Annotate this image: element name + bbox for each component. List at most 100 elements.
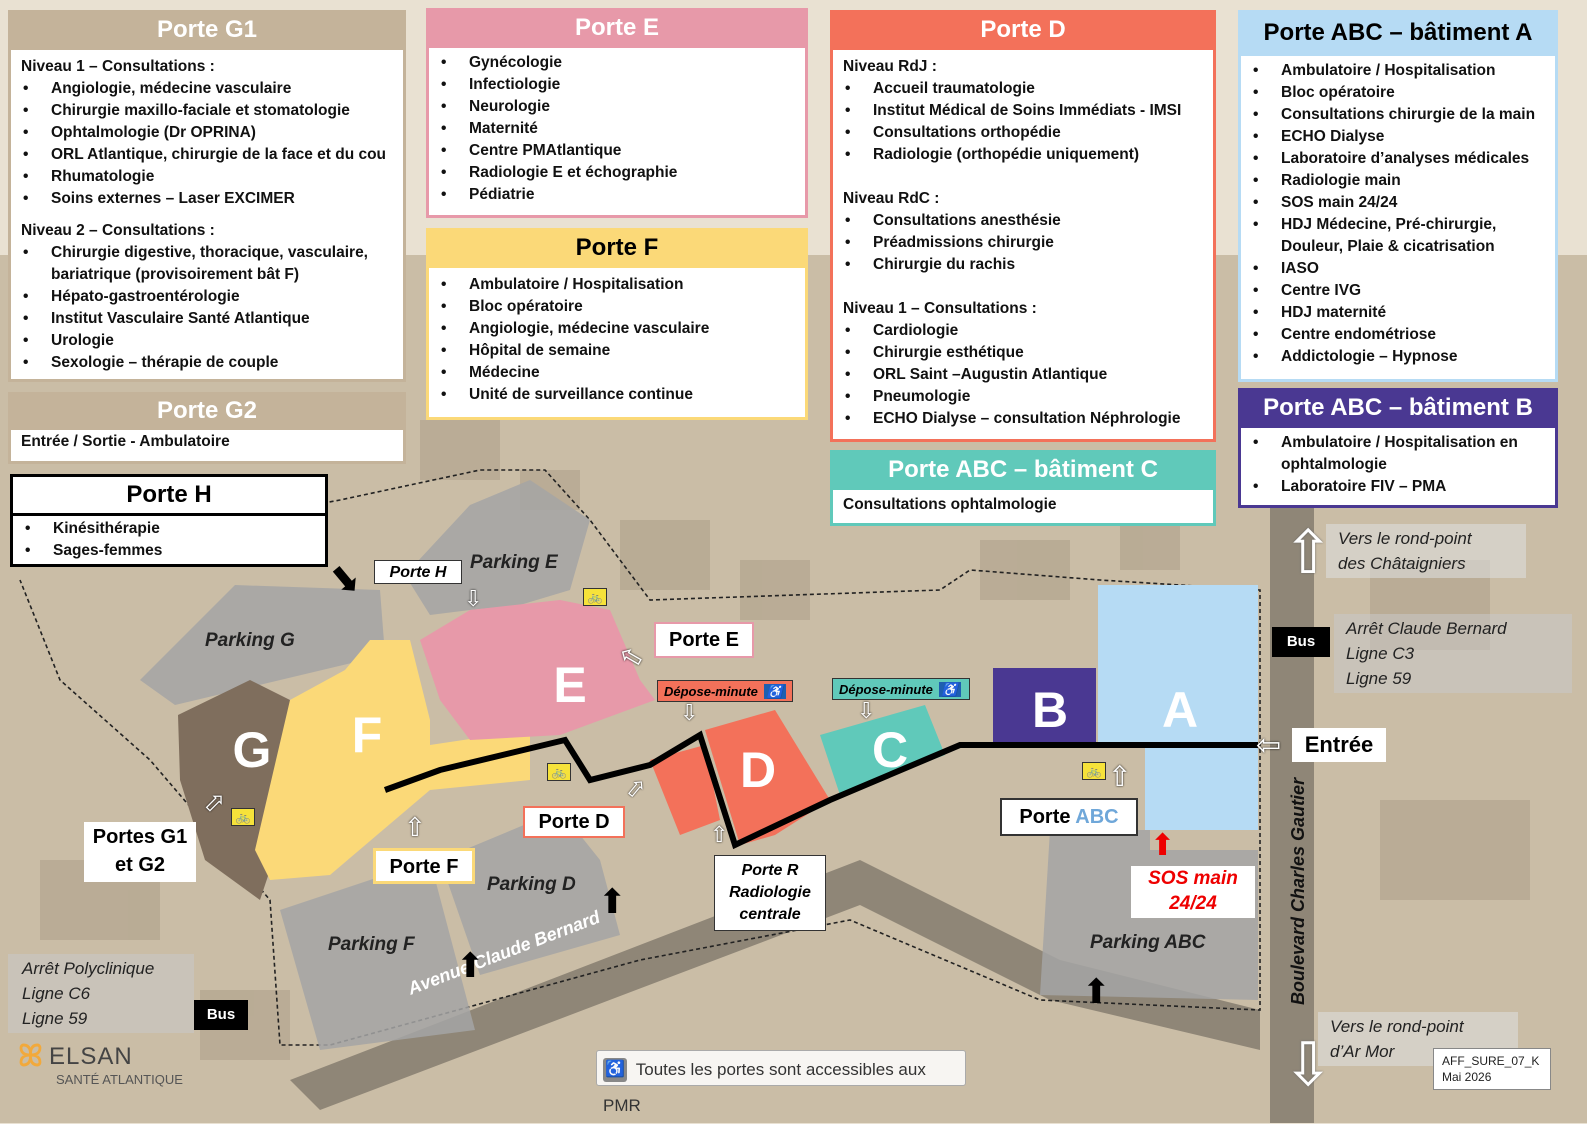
d-rdc-list: Consultations anesthésie Préadmissions c…: [843, 210, 1203, 276]
sos-line1: SOS main: [1148, 868, 1238, 889]
bike-icon: 🚲: [1082, 762, 1106, 780]
list-item: ECHO Dialyse – consultation Néphrologie: [843, 408, 1203, 430]
stop-claude-bernard-name: Arrêt Claude Bernard: [1346, 619, 1507, 638]
direction-south-line1: Vers le rond-point: [1330, 1017, 1464, 1036]
stop-claude-bernard-line2: Ligne 59: [1346, 669, 1412, 688]
panel-porte-abc-c: Porte ABC – bâtiment C Consultations oph…: [830, 450, 1216, 526]
list-item: SOS main 24/24: [1251, 192, 1545, 214]
entree-label: Entrée: [1292, 728, 1386, 762]
list-item: Ambulatoire / Hospitalisation en ophtalm…: [1251, 432, 1545, 476]
list-item: Pneumologie: [843, 386, 1203, 408]
bus-badge-claude-bernard: Bus: [1272, 627, 1330, 657]
list-item: Ophtalmologie (Dr OPRINA): [21, 122, 393, 144]
list-item: Cardiologie: [843, 320, 1203, 342]
arrow-icon: ⇧: [1108, 761, 1132, 792]
sos-main-label: SOS main 24/24: [1131, 866, 1255, 918]
panel-porte-f: Porte F Ambulatoire / Hospitalisation Bl…: [426, 228, 808, 420]
list-item: Pédiatrie: [439, 184, 795, 206]
stop-polyclinique-name: Arrêt Polyclinique: [22, 959, 155, 978]
panel-d-body: Niveau RdJ : Accueil traumatologie Insti…: [833, 50, 1213, 434]
list-item: Hôpital de semaine: [439, 340, 795, 362]
panel-porte-abc-a: Porte ABC – bâtiment A Ambulatoire / Hos…: [1238, 10, 1558, 382]
door-r-line2: Radiologie: [729, 884, 811, 901]
panel-g2-text: Entrée / Sortie - Ambulatoire: [21, 433, 230, 450]
stop-polyclinique-line2: Ligne 59: [22, 1009, 88, 1028]
panel-porte-g2: Porte G2 Entrée / Sortie - Ambulatoire: [8, 392, 406, 464]
panel-porte-h: Porte H Kinésithérapie Sages-femmes: [10, 474, 328, 567]
arrow-icon: ⇩: [680, 700, 699, 725]
direction-south-line2: d’Ar Mor: [1330, 1042, 1395, 1061]
list-item: Radiologie (orthopédie uniquement): [843, 144, 1203, 166]
panel-abc-a-body: Ambulatoire / Hospitalisation Bloc opéra…: [1241, 56, 1555, 372]
list-item: Chirurgie maxillo-faciale et stomatologi…: [21, 100, 393, 122]
d-rdc-heading: Niveau RdC :: [843, 190, 940, 207]
arrow-icon: ⇧: [710, 822, 729, 847]
list-item: Soins externes – Laser EXCIMER: [21, 188, 393, 210]
list-item: Centre endométriose: [1251, 324, 1545, 346]
arrow-icon: ⇧: [404, 812, 426, 842]
parking-e-label: Parking E: [470, 552, 558, 573]
list-item: ORL Atlantique, chirurgie de la face et …: [21, 144, 393, 166]
panel-h-title: Porte H: [13, 477, 325, 516]
g1-level2-heading: Niveau 2 – Consultations :: [21, 222, 215, 239]
door-r-label: Porte R Radiologie centrale: [714, 855, 826, 931]
panel-d-title: Porte D: [830, 10, 1216, 50]
document-ref-date: Mai 2026: [1442, 1070, 1492, 1084]
g1-level2-list: Chirurgie digestive, thoracique, vascula…: [21, 242, 393, 374]
panel-f-title: Porte F: [426, 228, 808, 268]
list-item: ORL Saint –Augustin Atlantique: [843, 364, 1203, 386]
direction-north-line1: Vers le rond-point: [1338, 529, 1472, 548]
list-item: Unité de surveillance continue: [439, 384, 795, 406]
panel-g1-body: Niveau 1 – Consultations : Angiologie, m…: [11, 50, 403, 378]
panel-g2-title: Porte G2: [8, 392, 406, 430]
list-item: ECHO Dialyse: [1251, 126, 1545, 148]
document-ref-code: AFF_SURE_07_K: [1442, 1054, 1540, 1068]
building-f-label: F: [351, 707, 383, 763]
panel-f-body: Ambulatoire / Hospitalisation Bloc opéra…: [429, 268, 805, 410]
door-e-label: Porte E: [654, 622, 754, 658]
list-item: Institut Médical de Soins Immédiats - IM…: [843, 100, 1203, 122]
panel-e-title: Porte E: [426, 8, 808, 48]
depose-minute-c-text: Dépose-minute: [839, 682, 933, 697]
e-list: Gynécologie Infectiologie Neurologie Mat…: [439, 52, 795, 206]
boulevard-label: Boulevard Charles Gautier: [1288, 777, 1308, 1005]
document-reference: AFF_SURE_07_K Mai 2026: [1433, 1048, 1551, 1090]
panel-porte-abc-b: Porte ABC – bâtiment B Ambulatoire / Hos…: [1238, 388, 1558, 508]
panel-h-body: Kinésithérapie Sages-femmes: [13, 516, 325, 566]
abc-a-list: Ambulatoire / Hospitalisation Bloc opéra…: [1251, 60, 1545, 368]
depose-minute-d-text: Dépose-minute: [664, 684, 758, 699]
list-item: IASO: [1251, 258, 1545, 280]
direction-north-line2: des Châtaigniers: [1338, 554, 1466, 573]
list-item: Laboratoire FIV – PMA: [1251, 476, 1545, 498]
list-item: Bloc opératoire: [439, 296, 795, 318]
list-item: Chirurgie digestive, thoracique, vascula…: [21, 242, 393, 286]
g1-level1-list: Angiologie, médecine vasculaire Chirurgi…: [21, 78, 393, 210]
bike-icon: 🚲: [231, 808, 255, 826]
list-item: Préadmissions chirurgie: [843, 232, 1203, 254]
sos-line2: 24/24: [1169, 893, 1217, 914]
panel-g1-title: Porte G1: [8, 10, 406, 50]
door-h-label: Porte H: [374, 560, 462, 584]
list-item: Sages-femmes: [23, 540, 315, 562]
list-item: Radiologie E et échographie: [439, 162, 795, 184]
building-d-label: D: [739, 742, 777, 798]
building-b-label: B: [1031, 682, 1069, 738]
f-list: Ambulatoire / Hospitalisation Bloc opéra…: [439, 274, 795, 406]
stop-polyclinique: Arrêt Polyclinique Ligne C6 Ligne 59: [8, 954, 194, 1033]
arrow-icon: ⇩: [464, 586, 483, 611]
panel-abc-c-title: Porte ABC – bâtiment C: [830, 450, 1216, 490]
door-r-line3: centrale: [739, 906, 801, 923]
list-item: Ambulatoire / Hospitalisation: [439, 274, 795, 296]
list-item: Urologie: [21, 330, 393, 352]
panel-abc-a-title: Porte ABC – bâtiment A: [1238, 10, 1558, 56]
parking-f-label: Parking F: [328, 934, 415, 955]
list-item: Centre IVG: [1251, 280, 1545, 302]
bike-icon: 🚲: [547, 763, 571, 781]
list-item: Chirurgie du rachis: [843, 254, 1203, 276]
bike-icon: 🚲: [583, 588, 607, 606]
list-item: Kinésithérapie: [23, 518, 315, 540]
list-item: Médecine: [439, 362, 795, 384]
elsan-logo: ꕤ ELSAN SANTÉ ATLANTIQUE: [18, 1040, 183, 1087]
d-n1-heading: Niveau 1 – Consultations :: [843, 300, 1037, 317]
abc-b-list: Ambulatoire / Hospitalisation en ophtalm…: [1251, 432, 1545, 498]
